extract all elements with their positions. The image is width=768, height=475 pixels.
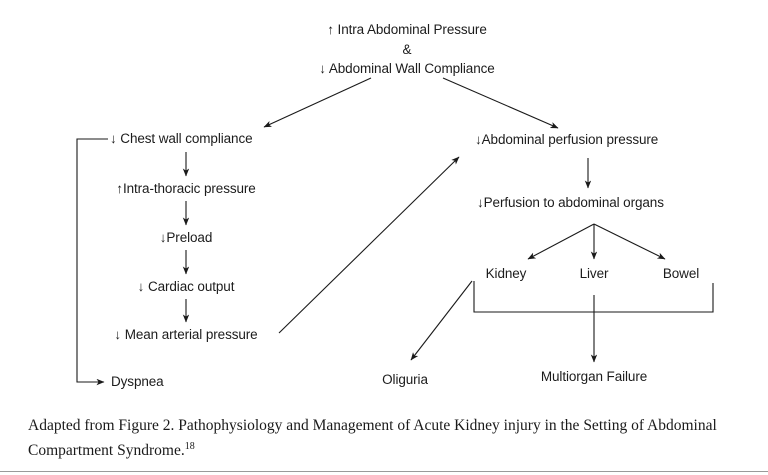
figure-caption: Adapted from Figure 2. Pathophysiology a…	[28, 413, 744, 463]
edge-perfusion-to-bowel	[593, 223, 666, 260]
node-kidney: Kidney	[485, 266, 527, 281]
edge-chest-wall-to-dyspnea-bracket	[76, 138, 108, 386]
node-abdominal-perfusion-pressure: ↓Abdominal perfusion pressure	[475, 132, 659, 147]
page-bottom-rule	[0, 471, 768, 472]
node-root-line-2: &	[402, 41, 412, 57]
figure-caption-text: Adapted from Figure 2. Pathophysiology a…	[28, 417, 717, 460]
node-intra-thoracic-pressure: ↑Intra-thoracic pressure	[116, 181, 256, 196]
node-bowel: Bowel	[662, 266, 700, 281]
node-oliguria: Oliguria	[382, 372, 428, 387]
node-dyspnea: Dyspnea	[111, 374, 164, 389]
figure-caption-reference: 18	[184, 440, 195, 452]
node-root-line-1: ↑ Intra Abdominal Pressure	[327, 22, 487, 37]
flowchart-connectors	[76, 77, 714, 386]
node-mean-arterial-pressure: ↓ Mean arterial pressure	[114, 327, 258, 342]
node-perfusion-to-abdominal-organs: ↓Perfusion to abdominal organs	[477, 195, 664, 210]
node-preload: ↓Preload	[159, 230, 213, 245]
edge-root-to-abdominal-perfusion	[442, 77, 559, 129]
edge-perfusion-to-kidney	[527, 223, 595, 260]
node-root-line-3: ↓ Abdominal Wall Compliance	[319, 61, 495, 77]
edge-mean-arterial-to-abdominal-perfusion	[278, 156, 460, 334]
node-cardiac-output: ↓ Cardiac output	[137, 279, 235, 294]
node-multiorgan-failure: Multiorgan Failure	[540, 369, 648, 384]
edge-kidney-to-oliguria	[410, 280, 473, 361]
node-liver: Liver	[579, 266, 609, 281]
edge-root-to-chest-wall	[263, 77, 372, 128]
node-chest-wall-compliance: ↓ Chest wall compliance	[110, 131, 253, 146]
node-intra-abdominal-pressure: ↑ Intra Abdominal Pressure & ↓ Abdominal…	[319, 20, 494, 79]
